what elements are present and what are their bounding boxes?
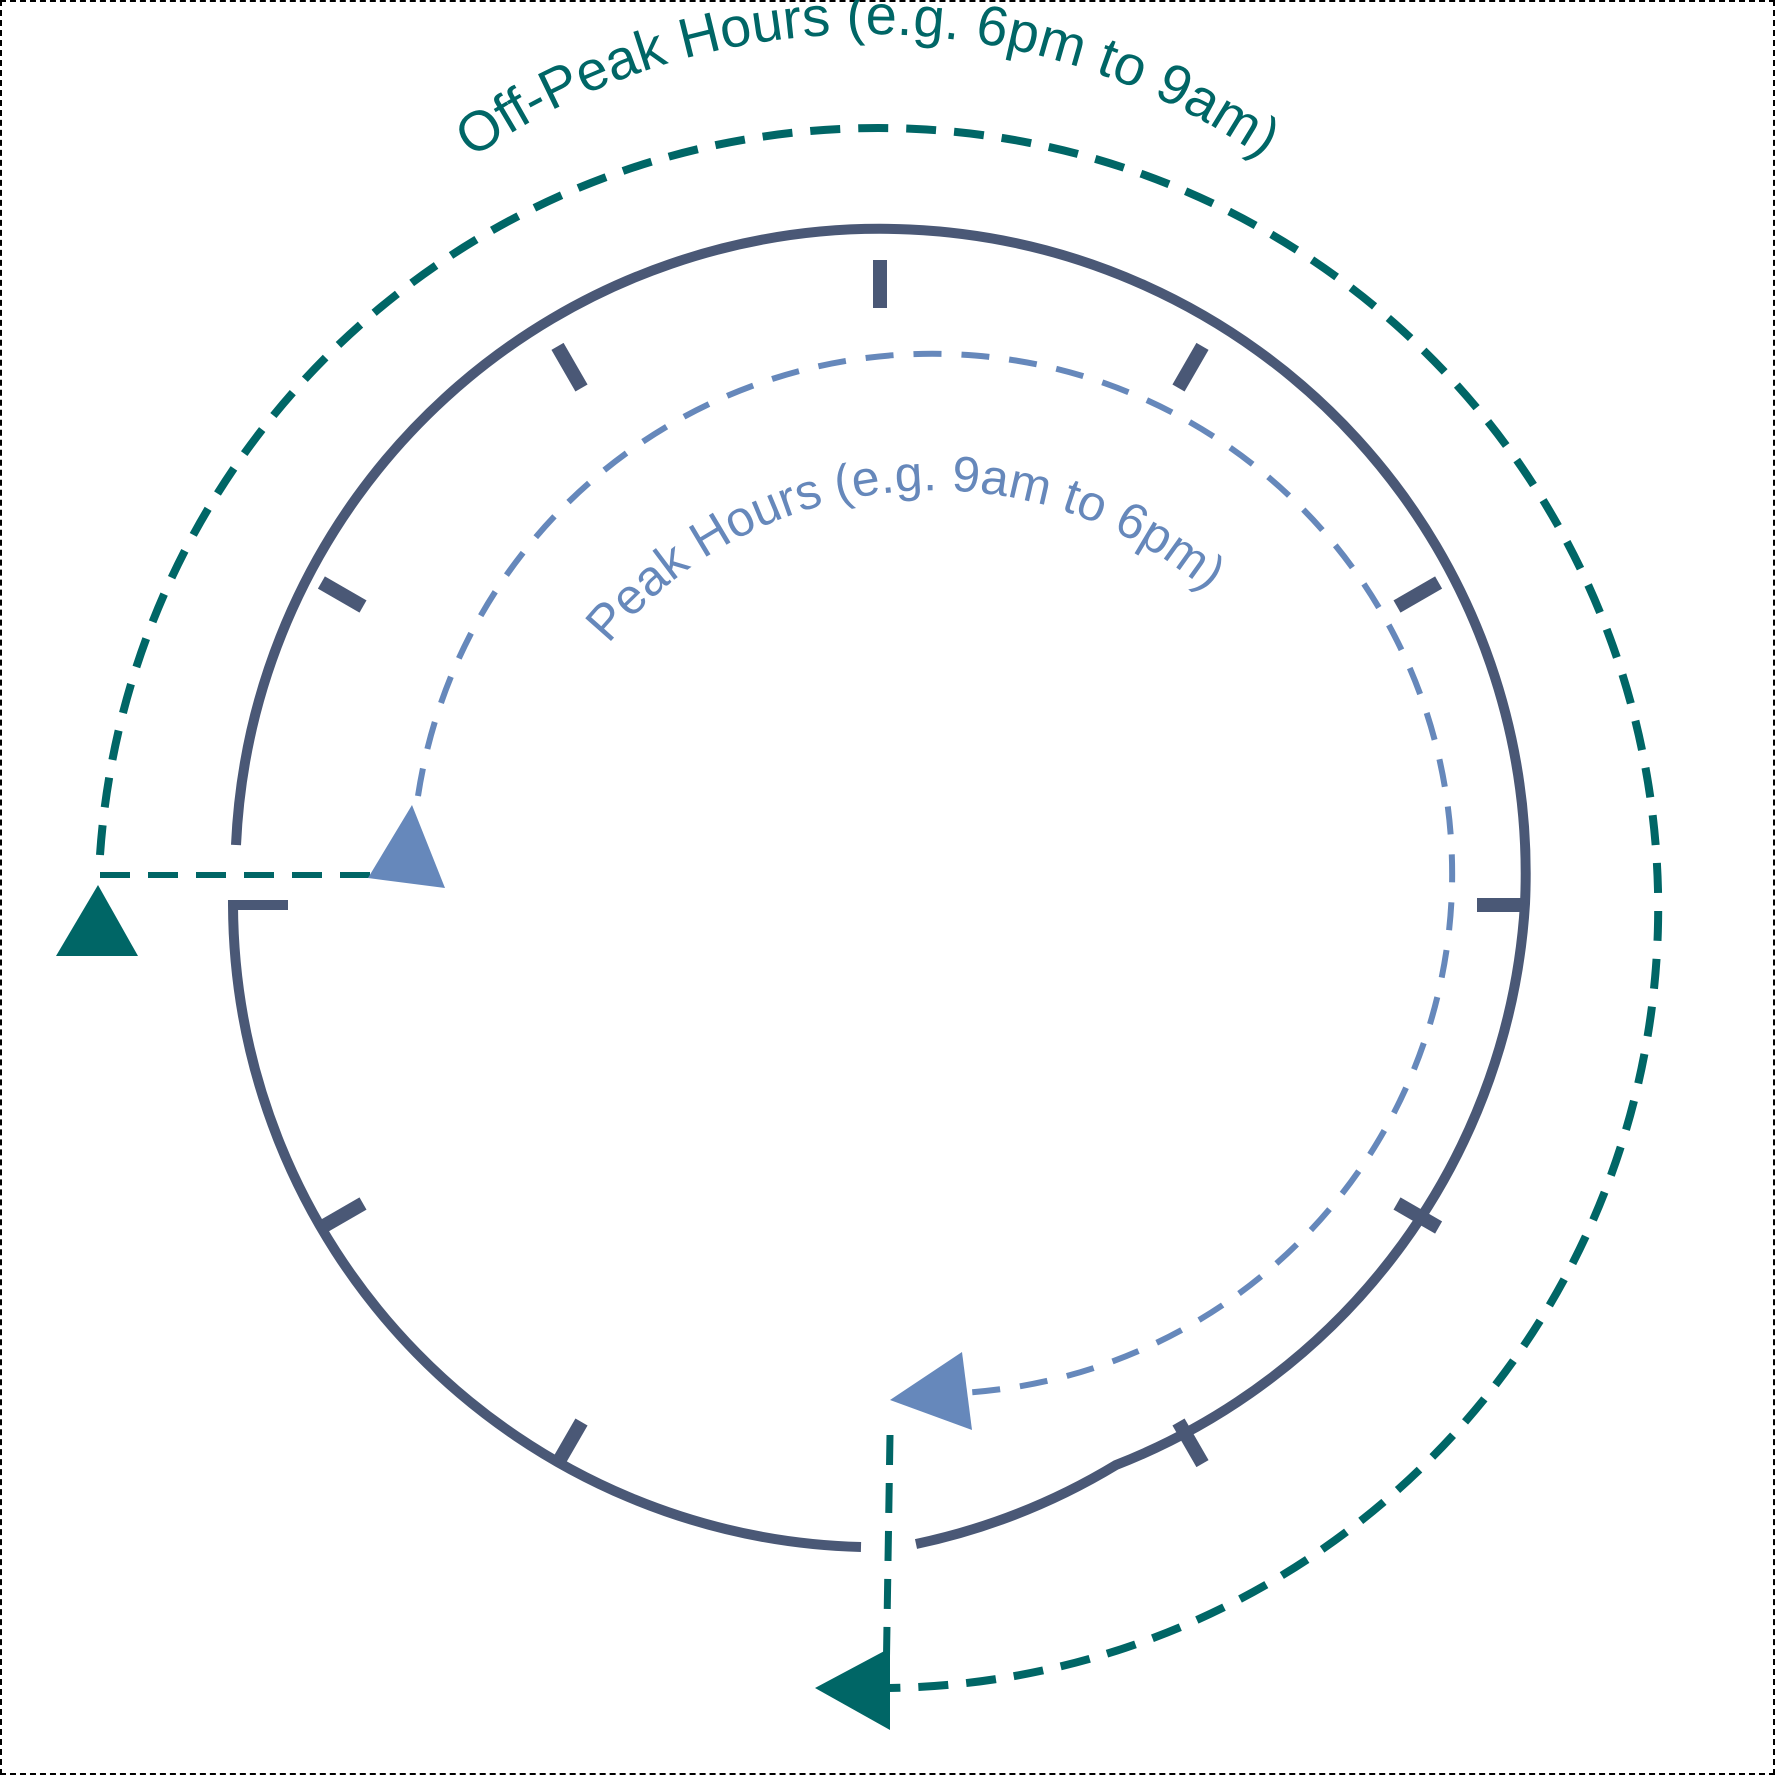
clock-tick	[1172, 342, 1209, 392]
peak-arrowhead-bottom	[890, 1352, 972, 1430]
clock-tick	[551, 1418, 588, 1468]
off-peak-dashed-arc	[96, 124, 1663, 1693]
clock-face	[227, 224, 1531, 1552]
clock-tick	[551, 342, 588, 392]
off-peak-cycle: Off-Peak Hours (e.g. 6pm to 9am)	[56, 0, 1663, 1730]
clock-tick	[1393, 1197, 1443, 1234]
clock-tick	[317, 576, 367, 613]
peak-dashed-arc	[415, 350, 1456, 1396]
peak-cycle: Peak Hours (e.g. 9am to 6pm)	[368, 350, 1456, 1430]
peak-label: Peak Hours (e.g. 9am to 6pm)	[575, 445, 1237, 651]
clock-ring	[227, 224, 1531, 1552]
off-peak-arrowhead-bottom	[815, 1648, 890, 1730]
off-peak-connector	[882, 1434, 894, 1689]
peak-arrowhead-left	[368, 805, 445, 888]
off-peak-arrowhead-left	[56, 885, 138, 956]
peak-label-text: Peak Hours (e.g. 9am to 6pm)	[575, 445, 1237, 651]
clock-tick	[317, 1197, 367, 1234]
clock-tick	[1172, 1418, 1209, 1468]
clock-ticks	[317, 260, 1525, 1468]
off-peak-label-text: Off-Peak Hours (e.g. 6pm to 9am)	[444, 0, 1292, 169]
off-peak-label: Off-Peak Hours (e.g. 6pm to 9am)	[444, 0, 1292, 169]
clock-tick	[1393, 576, 1443, 613]
